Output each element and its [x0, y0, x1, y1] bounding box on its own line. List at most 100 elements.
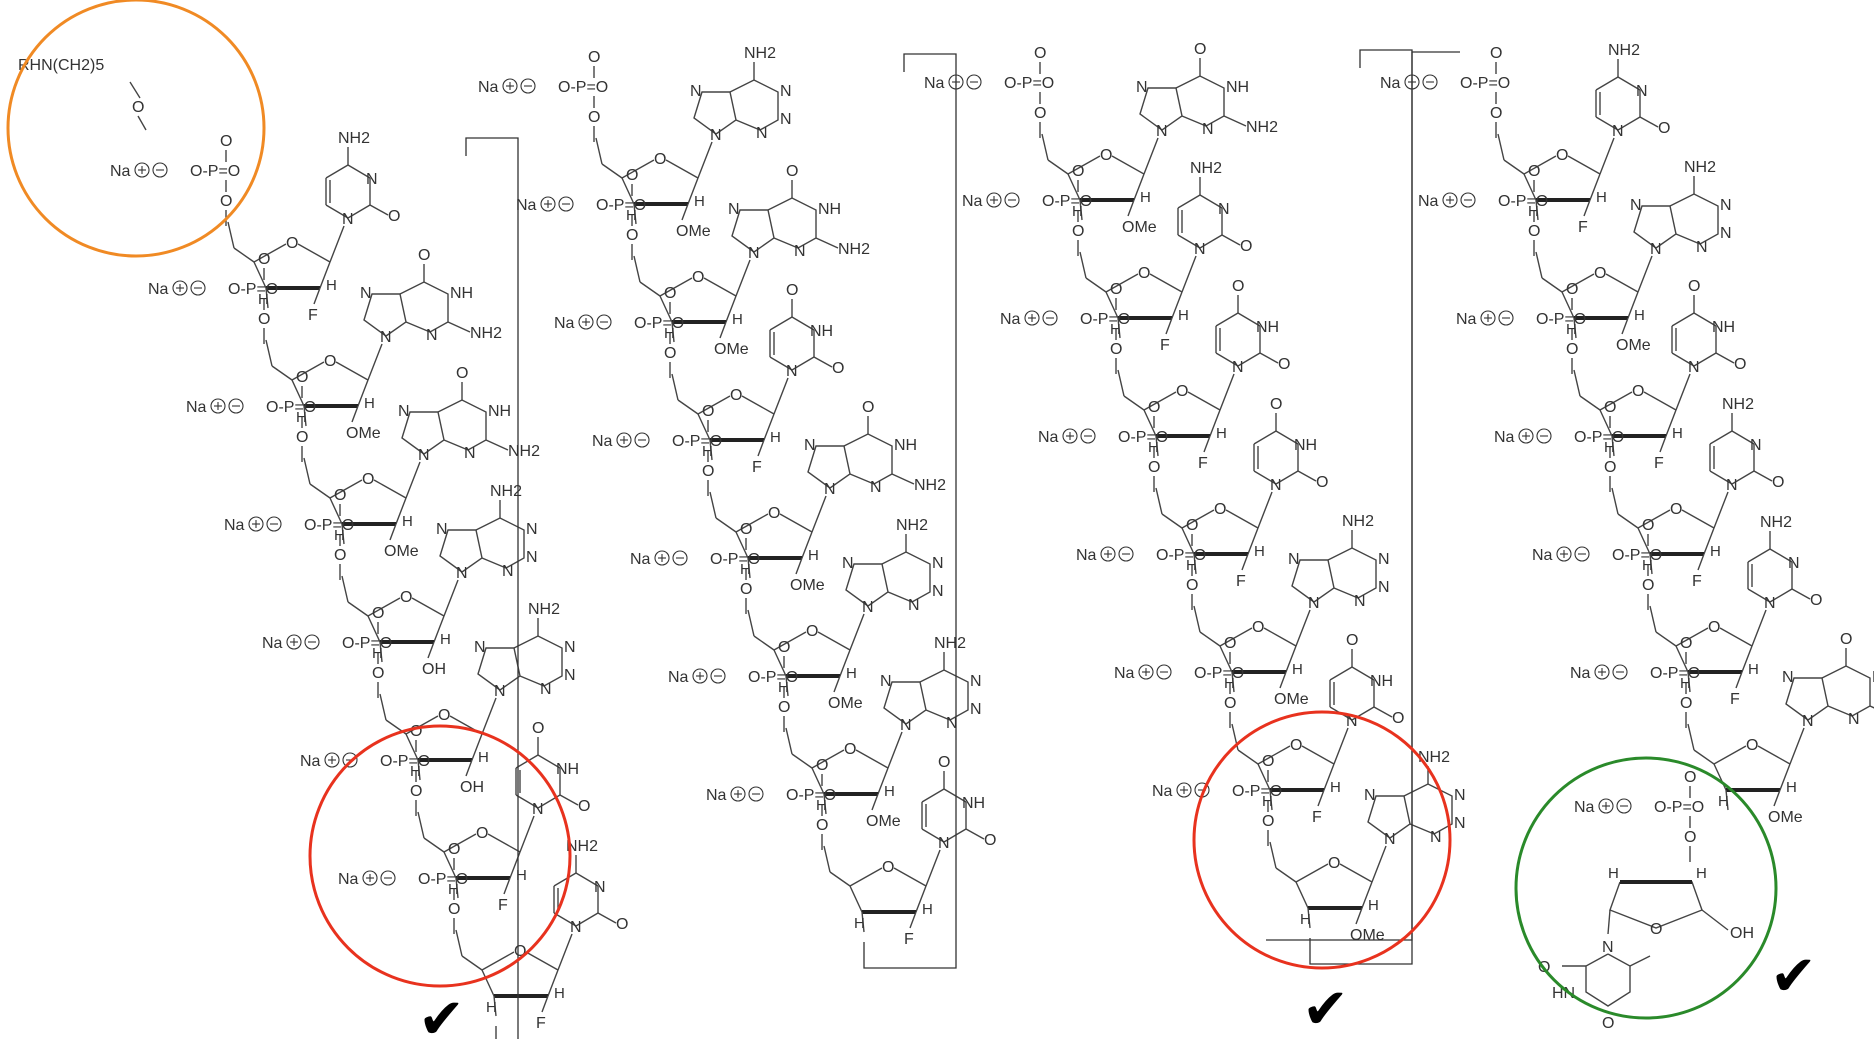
ring-nitrogen-label: N	[436, 521, 448, 538]
ring-bond	[329, 479, 363, 499]
o5-bond	[1573, 369, 1581, 397]
c2-sub-bond	[909, 911, 917, 929]
ring-bond	[877, 767, 889, 795]
minus-charge-icon	[228, 398, 244, 414]
plus-charge-icon	[210, 398, 226, 414]
phosphate-oxygen-label: O	[778, 639, 790, 656]
ring-bond	[1361, 881, 1373, 909]
ring-bond	[773, 631, 807, 651]
o3-bond	[1687, 671, 1691, 693]
ring-oxygen-label: O	[1708, 619, 1720, 636]
phosphate-oxygen-label: O	[410, 783, 422, 800]
c2-sub-bond	[1127, 199, 1135, 217]
phosphate-oxygen-label: O	[1684, 769, 1696, 786]
base-ring-bond	[1671, 312, 1695, 327]
o3-bond	[1193, 553, 1197, 575]
sodium-label: Na	[962, 193, 983, 210]
plus-charge-icon	[1480, 310, 1496, 326]
glycosidic-bond	[1789, 727, 1805, 765]
sodium-label: Na	[1418, 193, 1439, 210]
o3-bond	[1231, 671, 1235, 693]
ring-nitrogen-label: N	[1346, 713, 1358, 730]
carbonyl-oxygen-label: O	[1316, 474, 1328, 491]
phosphate-label: O-P=O	[1498, 193, 1548, 210]
phosphate-oxygen-label: O	[1490, 105, 1502, 122]
ring-bond	[1263, 627, 1297, 647]
o5-bond	[785, 727, 793, 755]
ring-bond	[291, 361, 325, 381]
minus-charge-icon	[1422, 74, 1438, 90]
c5-bond	[639, 281, 661, 297]
pyrimidine-bond	[767, 197, 817, 249]
ring-bond	[849, 867, 883, 887]
ring-bond	[1779, 763, 1791, 791]
minus-charge-icon	[710, 668, 726, 684]
minus-charge-icon	[380, 870, 396, 886]
plus-charge-icon	[616, 432, 632, 448]
ring-bond	[1637, 527, 1651, 555]
sodium-label: Na	[592, 433, 613, 450]
sodium-label: Na	[478, 79, 499, 96]
ring-nitrogen-label: N	[1156, 123, 1168, 140]
phosphate-oxygen-label: O	[1566, 281, 1578, 298]
o3-bond	[1155, 435, 1159, 457]
ring-oxygen-label: O	[768, 505, 780, 522]
ring-bond	[697, 413, 711, 441]
c5-bond	[1237, 749, 1259, 765]
plus-charge-icon	[1062, 428, 1078, 444]
phosphate-oxygen-label: O	[1072, 223, 1084, 240]
ring-bond	[697, 395, 731, 415]
ring-nitrogen-label: N	[1650, 241, 1662, 258]
carbonyl-oxygen-label: O	[938, 754, 950, 771]
sodium-label: Na	[110, 163, 131, 180]
o3-bond	[785, 675, 789, 697]
carbonyl-oxygen-label: O	[1772, 474, 1784, 491]
ring-bond	[1133, 173, 1145, 201]
ring-bond	[849, 885, 863, 913]
ring-bond	[855, 749, 889, 769]
hydrogen-label: H	[1292, 661, 1303, 678]
c5-bond	[1503, 159, 1525, 175]
c5-bond	[1123, 395, 1145, 411]
ring-oxygen-label: O	[1252, 619, 1264, 636]
checkmark-1: ✔	[418, 987, 465, 1039]
carbonyl-oxygen-label: O	[984, 832, 996, 849]
ring-bond	[481, 951, 515, 971]
sugar-substituent-label: F	[752, 459, 762, 476]
hydrogen-label: H	[922, 901, 933, 918]
c2-sub-bond	[503, 877, 511, 895]
minus-charge-icon	[152, 162, 168, 178]
c2-sub-bond	[757, 439, 765, 457]
sodium-label: Na	[1038, 429, 1059, 446]
nh-label: NH	[488, 403, 511, 420]
phosphate-oxygen-label: O	[1566, 341, 1578, 358]
c5-bond	[1161, 513, 1183, 529]
ring-oxygen-label: O	[1670, 501, 1682, 518]
base-ring-bond	[1177, 194, 1201, 209]
nh-label: NH	[818, 201, 841, 218]
o5-bond	[341, 575, 349, 603]
hydrogen-label: H	[1566, 321, 1577, 338]
amine-label: NH2	[528, 601, 560, 618]
phosphate-oxygen-label: O	[1604, 399, 1616, 416]
phosphate-label: O-P=O	[342, 635, 392, 652]
sodium-label: Na	[1114, 665, 1135, 682]
amine-label: NH2	[1684, 159, 1716, 176]
o5-bond	[633, 255, 641, 283]
hydrogen-label: H	[846, 665, 857, 682]
ring-nitrogen-label: N	[502, 563, 514, 580]
carbonyl-oxygen-label: O	[578, 798, 590, 815]
base-ring-bond	[515, 754, 539, 769]
sodium-label: Na	[1574, 799, 1595, 816]
ring-nitrogen-label: N	[1218, 201, 1230, 218]
sugar-substituent-label: F	[1160, 337, 1170, 354]
amine-label: NH2	[1246, 119, 1278, 136]
ring-oxygen-label: O	[362, 471, 374, 488]
c2-sub-bond	[1317, 789, 1325, 807]
sodium-label: Na	[338, 871, 359, 888]
o3-bond	[861, 911, 865, 933]
ring-nitrogen-label: N	[1384, 831, 1396, 848]
ring-bond	[915, 885, 927, 913]
plus-charge-icon	[1594, 664, 1610, 680]
